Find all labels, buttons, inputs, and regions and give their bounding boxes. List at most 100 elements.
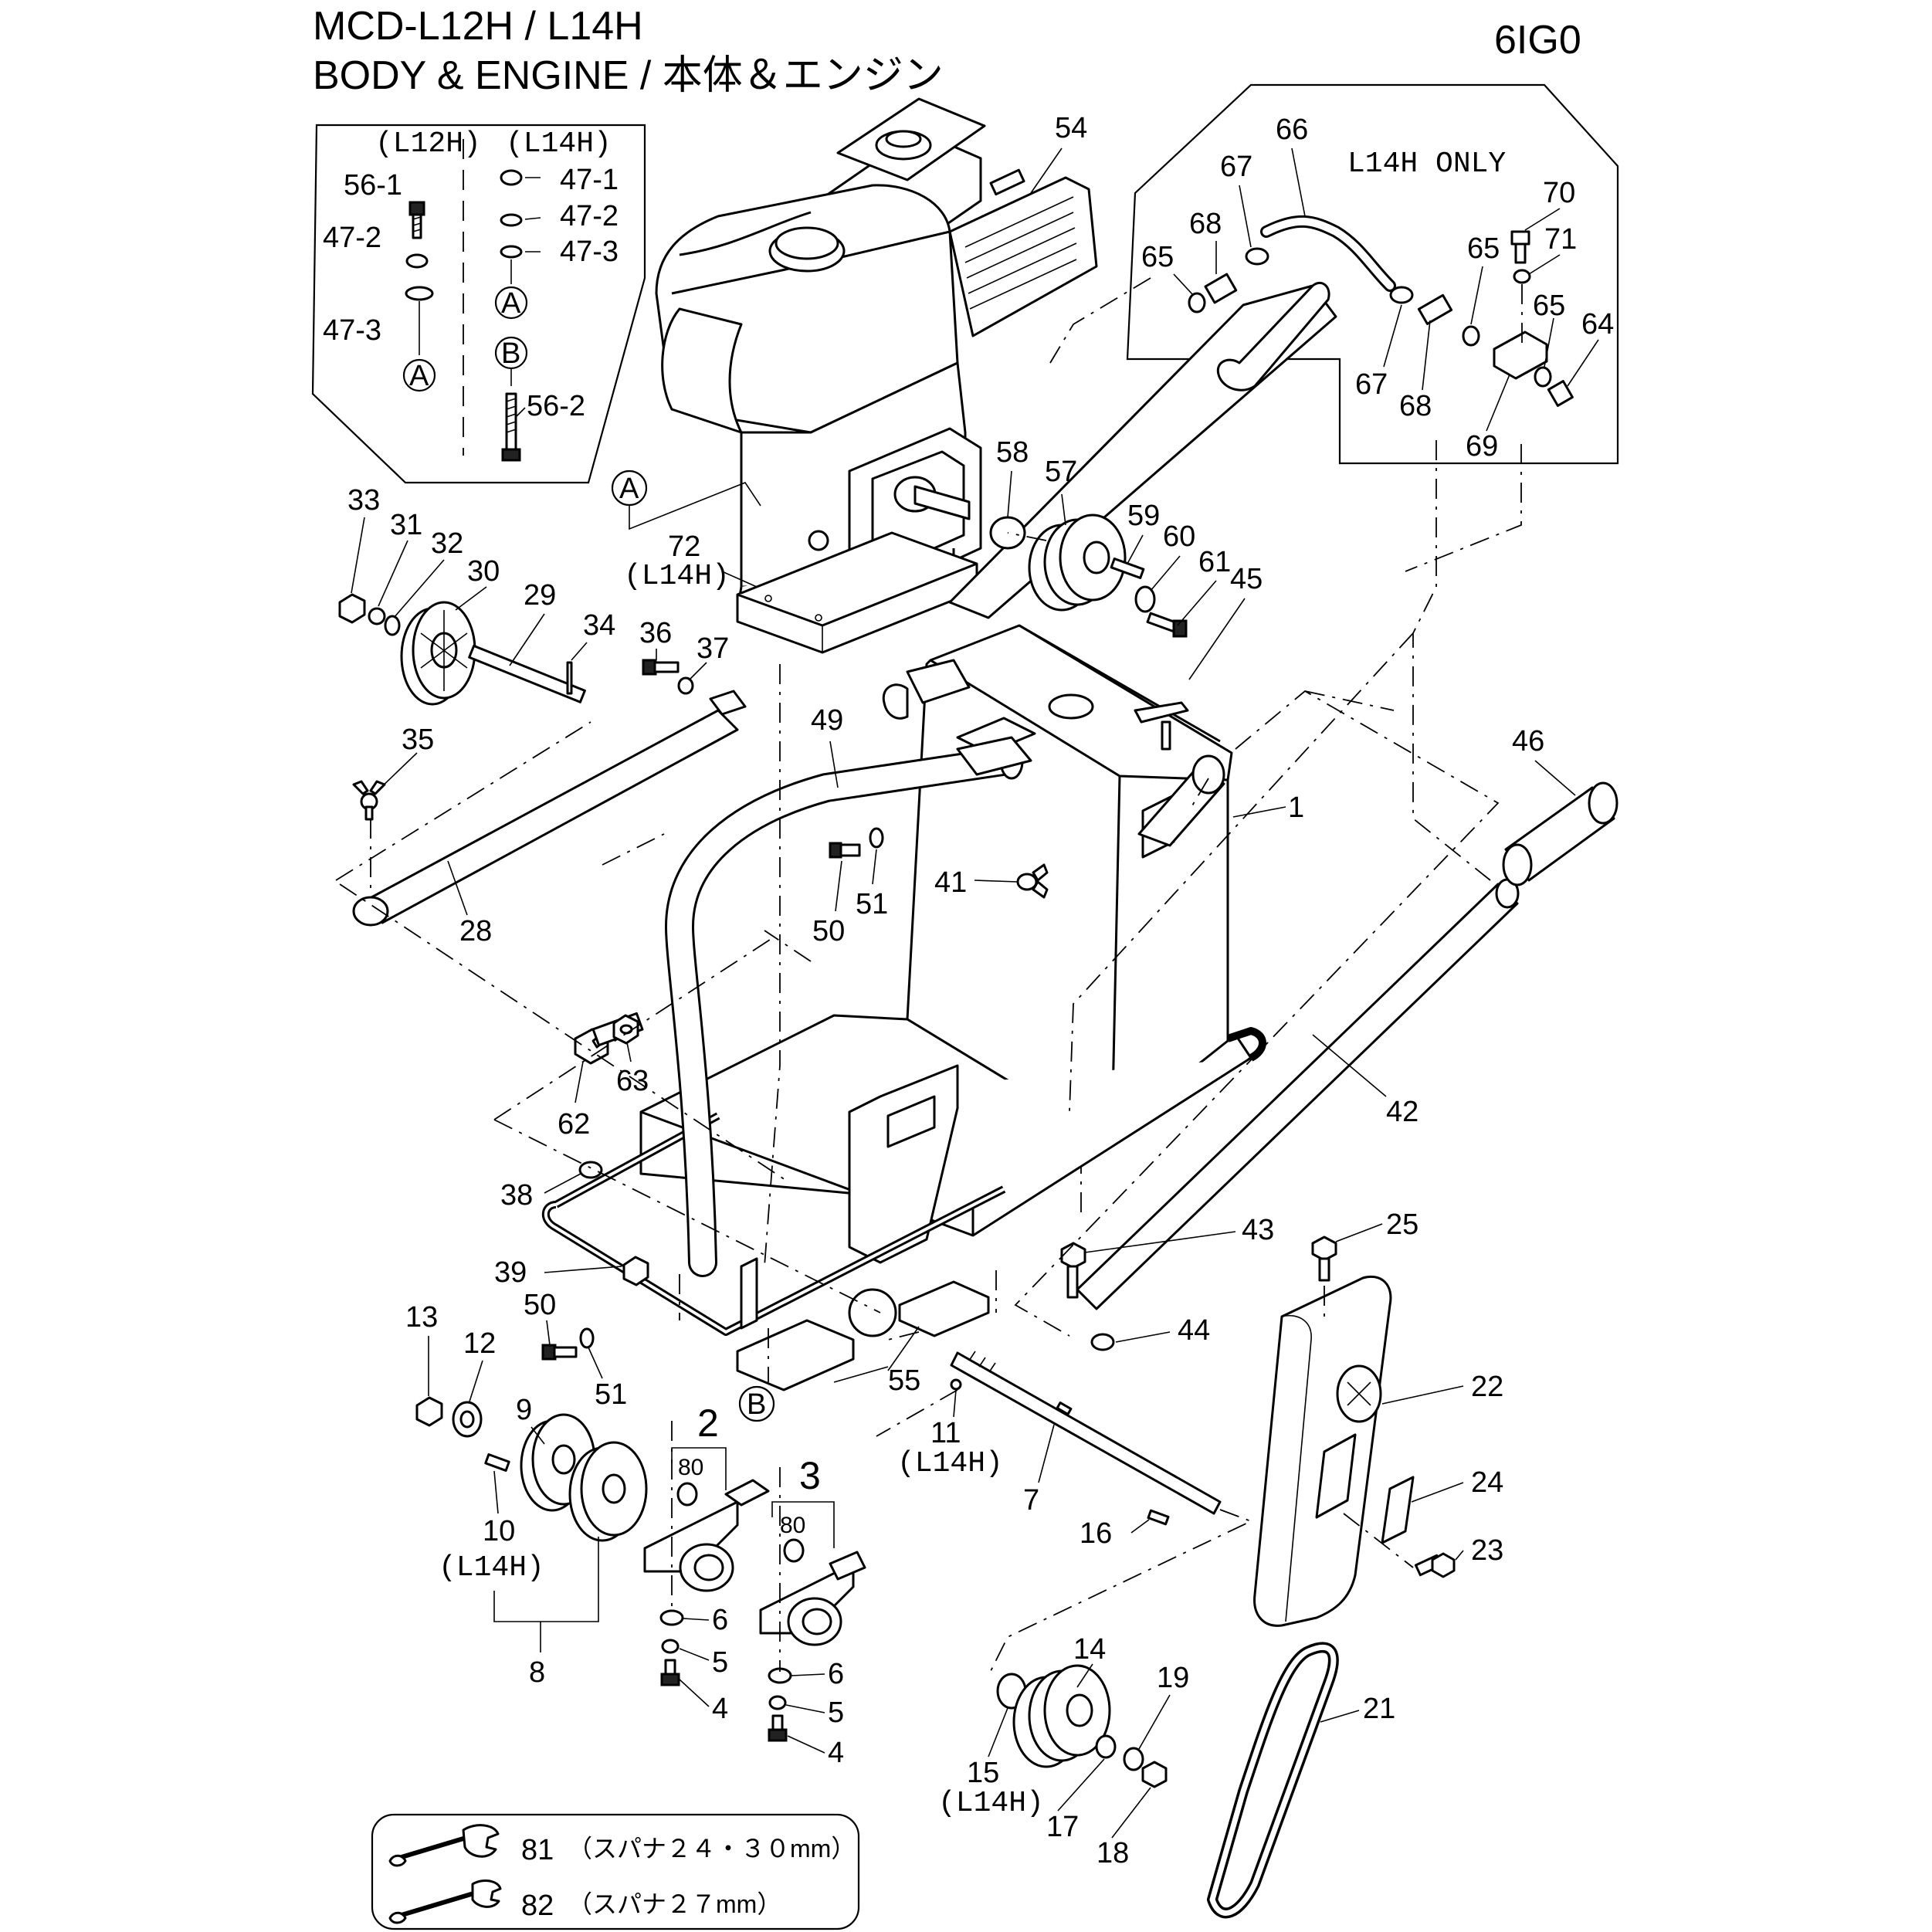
svg-text:47-2: 47-2 bbox=[560, 200, 619, 232]
bolt-25 bbox=[1311, 1235, 1337, 1282]
part-11 bbox=[950, 1378, 962, 1391]
washer-32 bbox=[384, 615, 401, 636]
svg-text:B: B bbox=[747, 1388, 766, 1421]
svg-text:59: 59 bbox=[1127, 500, 1160, 532]
bolt-4-b bbox=[768, 1714, 788, 1742]
lever-45 bbox=[1134, 701, 1189, 724]
svg-text:51: 51 bbox=[856, 888, 888, 920]
svg-text:43: 43 bbox=[1242, 1214, 1274, 1246]
bolt-64 bbox=[1547, 380, 1574, 407]
key-59 bbox=[1110, 558, 1145, 579]
bolt-43 bbox=[1060, 1242, 1086, 1299]
inset-fasteners: (L12H) (L14H) A A B bbox=[311, 124, 646, 484]
svg-text:44: 44 bbox=[1178, 1314, 1210, 1347]
svg-text:16: 16 bbox=[1080, 1517, 1112, 1550]
muffler bbox=[948, 176, 1098, 337]
nut-39 bbox=[622, 1256, 649, 1286]
svg-text:11: 11 bbox=[930, 1417, 961, 1449]
svg-text:64: 64 bbox=[1581, 308, 1614, 341]
svg-text:47-3: 47-3 bbox=[560, 236, 619, 268]
svg-text:68: 68 bbox=[1399, 390, 1432, 422]
svg-text:30: 30 bbox=[467, 555, 500, 588]
svg-text:57: 57 bbox=[1045, 456, 1077, 488]
section-title: BODY & ENGINE / 本体＆エンジン bbox=[313, 53, 944, 98]
svg-text:4: 4 bbox=[828, 1737, 844, 1769]
washer-47-3-a bbox=[405, 286, 434, 301]
svg-text:45: 45 bbox=[1230, 563, 1263, 595]
svg-text:17: 17 bbox=[1046, 1811, 1079, 1843]
svg-text:65: 65 bbox=[1467, 232, 1500, 265]
svg-text:1: 1 bbox=[1288, 791, 1304, 824]
wing-bolt-35 bbox=[352, 780, 386, 821]
svg-text:B: B bbox=[501, 337, 520, 370]
clamp-67-b bbox=[1389, 286, 1414, 304]
svg-text:35: 35 bbox=[402, 724, 434, 756]
svg-text:15: 15 bbox=[967, 1757, 999, 1789]
svg-text:21: 21 bbox=[1363, 1693, 1395, 1725]
svg-text:60: 60 bbox=[1163, 520, 1195, 553]
svg-text:7: 7 bbox=[1023, 1484, 1039, 1517]
bolt-36 bbox=[642, 659, 680, 676]
tool-box: 81 （スパナ２４・３０mm） 82 （スパナ２７mm） bbox=[371, 1813, 860, 1930]
tool-81-part: 81 bbox=[521, 1834, 554, 1866]
v-belt-21 bbox=[1207, 1642, 1339, 1919]
svg-text:56-2: 56-2 bbox=[527, 390, 585, 422]
svg-text:50: 50 bbox=[524, 1289, 556, 1321]
svg-text:56-1: 56-1 bbox=[344, 169, 402, 202]
page-code: 6IG0 bbox=[1494, 18, 1581, 63]
svg-text:9: 9 bbox=[516, 1394, 532, 1426]
bearing-2 bbox=[643, 1479, 770, 1592]
bolt-61 bbox=[1146, 612, 1188, 638]
svg-text:28: 28 bbox=[459, 915, 492, 947]
washer-47-2-b bbox=[500, 213, 523, 227]
svg-text:34: 34 bbox=[583, 609, 615, 642]
svg-text:47-3: 47-3 bbox=[323, 314, 381, 347]
pin-34 bbox=[566, 661, 573, 695]
fitting-68-a bbox=[1204, 273, 1238, 304]
svg-text:22: 22 bbox=[1471, 1371, 1503, 1403]
washer-6-a bbox=[659, 1609, 684, 1626]
axle-tube-28 bbox=[352, 690, 747, 927]
nut-63 bbox=[612, 1014, 639, 1045]
mount-block-left bbox=[736, 1319, 855, 1391]
svg-text:12: 12 bbox=[463, 1327, 496, 1360]
nut-33 bbox=[338, 593, 366, 624]
svg-text:10: 10 bbox=[483, 1515, 515, 1547]
svg-text:32: 32 bbox=[431, 527, 463, 560]
nut-18 bbox=[1141, 1761, 1168, 1788]
nut-44 bbox=[1090, 1333, 1115, 1351]
tool-81-desc: （スパナ２４・３０mm） bbox=[568, 1835, 856, 1863]
washer-51-upper bbox=[869, 827, 884, 849]
ref-a-circle-right bbox=[494, 286, 528, 320]
spanner-82 bbox=[388, 1879, 502, 1924]
belt-cover-22 bbox=[1253, 1276, 1392, 1627]
svg-text:62: 62 bbox=[558, 1108, 590, 1141]
grease-nipple-80-a bbox=[676, 1482, 698, 1507]
key-16 bbox=[1147, 1509, 1170, 1526]
handle-tube-42 bbox=[1076, 878, 1520, 1310]
washer-38 bbox=[578, 1161, 603, 1179]
svg-text:5: 5 bbox=[828, 1696, 844, 1729]
svg-text:49: 49 bbox=[811, 704, 843, 737]
washer-5-a bbox=[661, 1639, 680, 1654]
inset-col-l14h: (L14H) bbox=[506, 127, 612, 161]
svg-text:65: 65 bbox=[1533, 290, 1565, 322]
bolt-23 bbox=[1414, 1552, 1456, 1578]
grip-upper bbox=[1217, 281, 1330, 391]
bolt-4-a bbox=[660, 1659, 680, 1686]
svg-text:6: 6 bbox=[712, 1604, 728, 1636]
bolt-70 bbox=[1510, 230, 1530, 264]
nut-13 bbox=[415, 1396, 443, 1427]
svg-text:41: 41 bbox=[934, 866, 967, 899]
main-frame-1 bbox=[541, 624, 1266, 1391]
svg-text:67: 67 bbox=[1355, 368, 1388, 401]
svg-text:4: 4 bbox=[712, 1693, 728, 1725]
grease-nipple-80-b bbox=[783, 1538, 805, 1563]
svg-text:(L14H): (L14H) bbox=[897, 1447, 1003, 1480]
bolt-56-1 bbox=[408, 201, 425, 239]
svg-text:2: 2 bbox=[697, 1402, 719, 1445]
svg-text:A: A bbox=[501, 287, 521, 320]
svg-text:71: 71 bbox=[1544, 223, 1577, 256]
bolt-50-lower bbox=[541, 1344, 578, 1361]
